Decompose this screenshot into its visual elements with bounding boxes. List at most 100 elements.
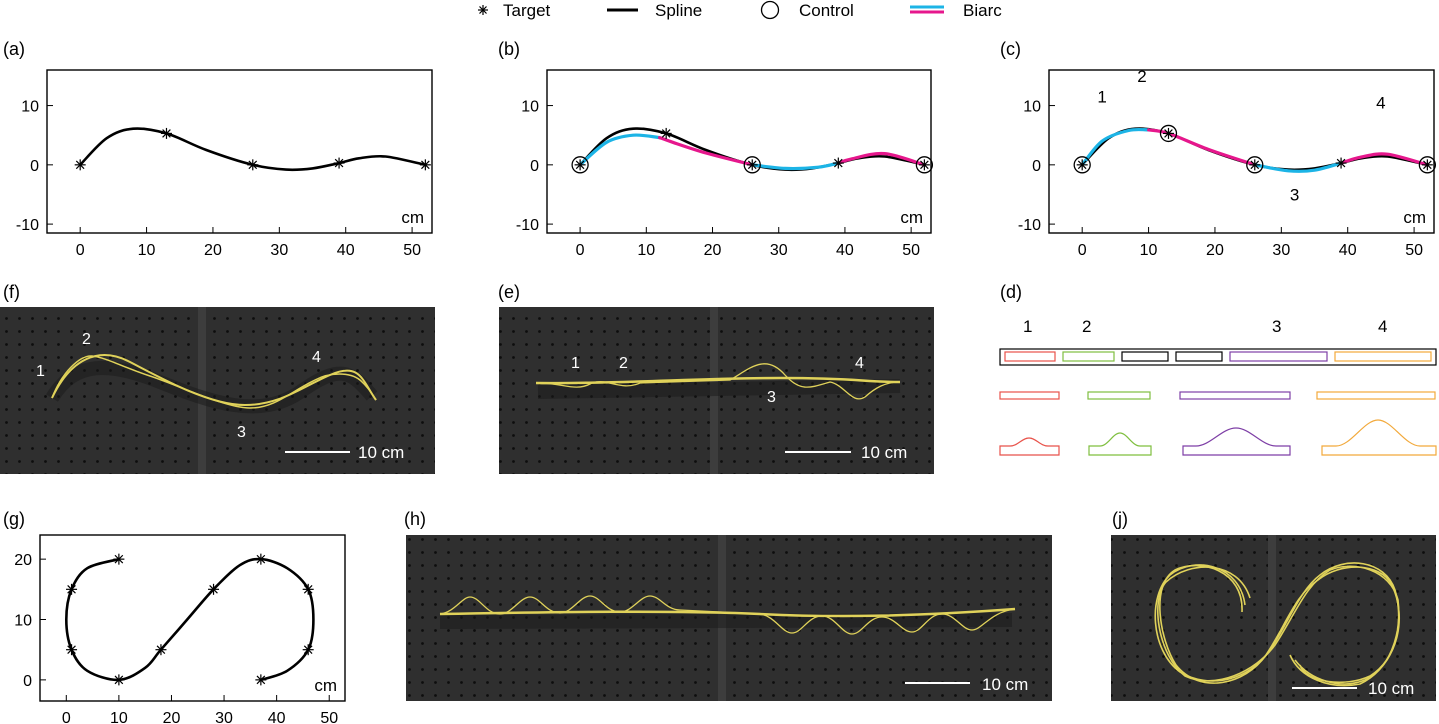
panel-label-j: (j) [1112,509,1128,529]
scale-label: 10 cm [982,675,1028,694]
segment-number-label: 1 [1097,88,1106,107]
segment-number-3: 3 [1272,317,1281,336]
asterisk-stroke [1250,160,1260,170]
target-asterisk-icon [832,157,844,169]
target-asterisk-icon [155,644,167,656]
target-asterisk-icon [419,159,431,171]
x-tick-label: 0 [76,242,85,259]
strip-spacer [1175,351,1223,362]
segment-number-3: 3 [767,389,776,406]
target-asterisk-icon [1076,159,1088,171]
asterisk-stroke [303,585,313,594]
x-tick-label: 40 [836,242,854,259]
segment-number-label: 4 [1376,94,1385,113]
axis-unit-label: cm [1403,208,1426,227]
flat-seg4 [1316,391,1436,400]
photo-j: 10 cm [1111,535,1436,701]
axis-unit-label: cm [314,676,337,695]
asterisk-stroke [248,160,258,170]
y-tick-label: 0 [530,158,539,175]
panel-label-c: (c) [1000,39,1021,59]
y-tick-label: 10 [21,99,39,116]
flat-seg3 [1179,391,1291,400]
target-asterisk-icon [1335,157,1347,169]
control-point-circle-icon [1246,156,1264,174]
segment-number-3: 3 [237,424,246,441]
x-tick-label: 0 [1078,242,1087,259]
target-asterisk-icon [208,583,220,595]
panel-label-h: (h) [404,509,426,529]
target-asterisk-icon [302,583,314,595]
x-tick-label: 30 [770,242,788,259]
target-asterisk-icon [113,674,125,686]
target-asterisk-icon [746,159,758,171]
panel-label-e: (e) [498,282,520,302]
x-tick-label: 40 [1339,242,1357,259]
control-point-circle-icon [1073,156,1091,174]
x-tick-label: 0 [576,242,585,259]
axis-unit-label: cm [900,208,923,227]
panel-label-g: (g) [3,509,25,529]
asterisk-stroke [75,160,85,170]
spline-curve [64,557,315,682]
asterisk-stroke [920,160,929,170]
bump-seg1 [999,437,1060,456]
x-tick-label: 0 [62,710,71,724]
biarc-curve [1147,128,1257,167]
asterisk-icon [478,5,488,15]
target-asterisk-icon [1421,159,1433,171]
legend-item-spline: Spline [607,1,702,20]
x-tick-label: 50 [902,242,920,259]
rod-biarc [51,355,377,409]
segment-number-label: 3 [1290,185,1299,204]
target-asterisk-icon [113,553,125,565]
asterisk-stroke [1336,158,1346,168]
target-asterisk-icon [74,159,86,171]
strip-seg3 [1229,351,1328,362]
y-tick-label: -10 [1018,217,1041,234]
asterisk-stroke [162,129,171,138]
scale-label: 10 cm [1368,679,1414,698]
cyan-magenta-line-icon [910,5,944,14]
asterisk-stroke [1077,160,1087,170]
asterisk-stroke [1164,129,1173,138]
target-asterisk-icon [160,127,172,139]
biarc-curve [1339,152,1429,167]
legend-label-control: Control [799,1,854,20]
asterisk-stroke [1423,160,1432,170]
segment-number-2: 2 [82,331,91,348]
target-asterisk-icon [1249,159,1261,171]
panel-label-f: (f) [3,282,20,302]
strip-seg2 [1062,351,1115,362]
segment-number-2: 2 [619,355,628,372]
asterisk-stroke [747,160,757,170]
asterisk-stroke [661,129,671,138]
asterisk-stroke [575,160,585,170]
target-asterisk-icon [574,159,586,171]
y-tick-label: 0 [1032,158,1041,175]
x-tick-label: 10 [110,710,128,724]
segment-number-4: 4 [312,349,321,366]
photo-h: 10 cm [406,535,1052,701]
legend-label-target: Target [503,1,551,20]
open-circle-icon [760,0,780,20]
biarc-curve [836,151,926,167]
x-tick-label: 30 [215,710,233,724]
control-point-circle-icon [1418,156,1437,174]
panel-label-d: (d) [1000,282,1022,302]
control-point-circle-icon [571,156,589,174]
y-tick-label: -10 [16,217,39,234]
asterisk-stroke [114,675,124,685]
control-point-circle-icon [1159,124,1178,143]
x-tick-label: 40 [337,242,355,259]
flat-seg2 [1087,391,1151,400]
asterisk-stroke [114,554,124,564]
x-tick-label: 20 [204,242,222,259]
strip-spacer [1121,351,1169,362]
x-tick-label: 10 [637,242,655,259]
biarc-curve [1080,127,1151,167]
